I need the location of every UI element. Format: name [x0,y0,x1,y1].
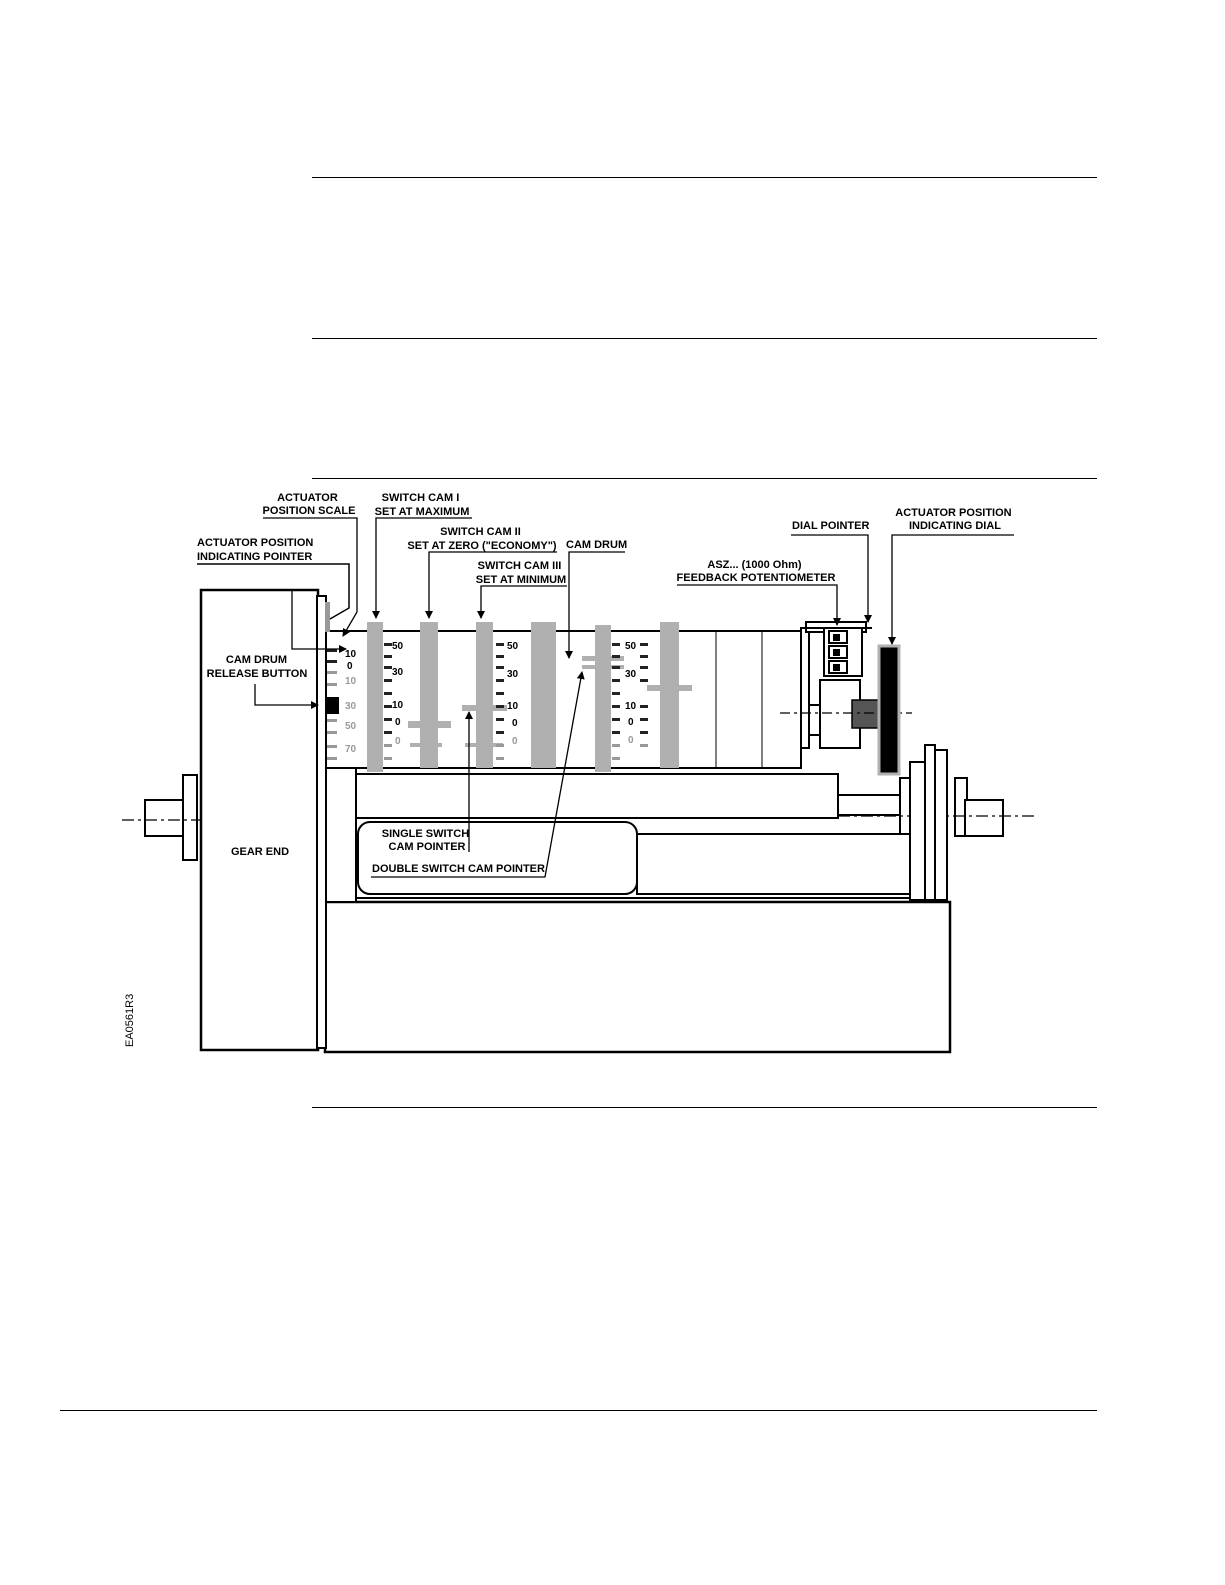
leader-double-switch-cam-pointer [371,671,585,878]
actuator-scale-label: 0 [347,661,353,672]
cam-scale-label: 50 [625,641,637,652]
leader-feedback-potentiometer [677,584,841,626]
leader-actuator-pointer [197,563,350,620]
label-actuator-position-scale: ACTUATOR POSITION SCALE [263,492,356,517]
actuator-position-indicating-dial [877,644,901,776]
gear-end-housing [199,588,320,1052]
cam-scale-label: 0 [512,718,518,729]
switch-cam-5 [647,622,692,768]
footer-rule [60,1410,1097,1411]
cam-scale-label: 30 [392,667,404,678]
switch-cam-2 [408,622,451,768]
cam-scale-label: 30 [625,669,637,680]
leader-cam-drum [565,551,625,659]
cam-scale-label: 10 [625,701,637,712]
separator-rule-3 [312,478,1097,479]
label-cam-drum: CAM DRUM [566,539,627,551]
cam-scale-label: 0 [628,717,634,728]
switch-cam-4 [582,625,624,772]
label-double-switch-cam-pointer: DOUBLE SWITCH CAM POINTER [372,863,545,875]
leader-switch-cam-2 [425,551,557,619]
cam-drum-body [325,630,802,769]
figure-code: EA0561R3 [124,994,136,1047]
leader-dial-pointer [791,534,872,623]
leader-cam-drum-release-button [254,684,319,709]
leader-actuator-pointer-arrow [291,590,347,653]
leader-indicating-dial [888,534,1014,645]
cam-scale-label: 0 [512,736,518,747]
label-single-switch-cam-pointer: SINGLE SWITCH CAM POINTER [382,828,472,853]
cam-drum-disc [531,622,556,768]
cam-drum-release-button [326,697,339,714]
actuator-scale-label: 10 [345,649,357,660]
label-switch-cam-1: SWITCH CAM I SET AT MAXIMUM [375,492,470,518]
cam-scale-label: 0 [628,735,634,746]
label-dial-pointer: DIAL POINTER [792,520,869,532]
label-actuator-position-indicating-pointer: ACTUATOR POSITION INDICATING POINTER [197,537,316,563]
potentiometer-terminals [828,630,848,674]
base-housing [323,900,952,1054]
actuator-scale-label: 30 [345,701,357,712]
label-switch-cam-2: SWITCH CAM II SET AT ZERO ("ECONOMY") [407,526,556,552]
separator-rule-1 [312,177,1097,178]
label-cam-drum-release-button: CAM DRUM RELEASE BUTTON [207,654,308,680]
cam-scale-middle: 50 30 10 0 0 [496,641,519,760]
cam-scale-right: 50 30 10 0 0 [612,641,648,760]
actuator-scale-label: 50 [345,721,357,732]
cam-scale-label: 0 [395,736,401,747]
left-shaft [122,774,255,861]
separator-rule-4 [312,1107,1097,1108]
leader-switch-cam-3 [477,585,567,619]
label-actuator-position-indicating-dial: ACTUATOR POSITION INDICATING DIAL [895,507,1014,532]
label-gear-end: GEAR END [231,846,289,858]
switch-cam-1 [367,622,383,772]
actuator-scale-label: 10 [345,676,357,687]
cam-scale-label: 10 [392,700,404,711]
leader-actuator-position-scale [263,517,358,637]
label-feedback-potentiometer: ASZ... (1000 Ohm) FEEDBACK POTENTIOMETER [677,559,836,584]
separator-rule-2 [312,338,1097,339]
cam-scale-label: 0 [395,717,401,728]
cam-scale-label: 50 [507,641,519,652]
cam-scale-label: 50 [392,641,404,652]
leader-switch-cam-1 [372,517,472,619]
switch-cam-3 [462,622,507,768]
cam-scale-label: 10 [507,701,519,712]
actuator-position-scale: 10 0 10 30 50 70 [327,649,357,760]
cam-scale-left: 50 30 10 0 0 [384,641,404,760]
label-switch-cam-3: SWITCH CAM III SET AT MINIMUM [476,560,566,586]
cam-scale-label: 30 [507,669,519,680]
actuator-scale-label: 70 [345,744,357,755]
